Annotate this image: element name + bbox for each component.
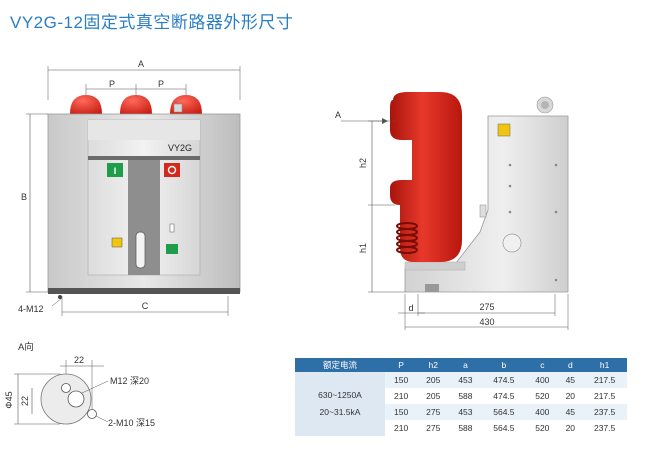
m12-hole <box>67 390 85 408</box>
spec-header: h1 <box>582 358 627 372</box>
table-cell: 237.5 <box>582 404 627 420</box>
table-cell: 474.5 <box>481 388 527 404</box>
dim-P2-label: P <box>158 79 164 89</box>
table-cell: 237.5 <box>582 420 627 436</box>
mount-holes-label: 4-M12 <box>18 304 44 314</box>
front-view: A P P VY2G I <box>18 59 241 316</box>
table-cell: 453 <box>449 404 482 420</box>
table-cell: 150 <box>385 372 418 388</box>
insulator-cap-2 <box>120 95 152 114</box>
table-cell: 275 <box>417 420 450 436</box>
view-A-label: A <box>335 110 341 120</box>
table-row: 210 275 588 564.5 520 20 237.5 <box>295 420 627 436</box>
a-m12-label: M12 深20 <box>110 376 149 386</box>
side-port <box>502 233 522 253</box>
table-row: 630~1250A 20~31.5kA 150 205 453 474.5 40… <box>295 372 627 436</box>
table-cell: 20 <box>558 388 583 404</box>
rating-cell: 630~1250A 20~31.5kA <box>295 372 385 436</box>
table-cell: 210 <box>385 388 418 404</box>
contact-spring <box>396 222 418 254</box>
table-cell: 275 <box>417 404 450 420</box>
a-dim-22-side: 22 <box>20 396 30 406</box>
brand-label: VY2G <box>168 143 192 153</box>
table-cell: 564.5 <box>481 420 527 436</box>
insulator-cap-1 <box>70 95 102 114</box>
spec-table: 额定电流 P h2 a b c d h1 630~1250A 20~31.5kA… <box>295 358 627 436</box>
table-cell: 150 <box>385 404 418 420</box>
table-cell: 205 <box>417 388 450 404</box>
dim-P1-label: P <box>109 79 115 89</box>
spec-header: c <box>526 358 559 372</box>
table-cell: 564.5 <box>481 404 527 420</box>
spec-header: a <box>449 358 482 372</box>
table-cell: 400 <box>526 372 559 388</box>
table-cell: 45 <box>558 372 583 388</box>
a-dim-22-top: 22 <box>74 355 84 365</box>
a-dim-phi: Φ45 <box>4 391 14 408</box>
table-cell: 205 <box>417 372 450 388</box>
a-view-title: A向 <box>18 341 34 353</box>
close-button <box>107 163 123 177</box>
table-cell: 210 <box>385 420 418 436</box>
insulator-pole <box>390 92 462 262</box>
table-cell: 520 <box>526 388 559 404</box>
table-cell: 453 <box>449 372 482 388</box>
table-cell: 520 <box>526 420 559 436</box>
open-button-glyph <box>167 165 177 175</box>
table-cell: 474.5 <box>481 372 527 388</box>
operating-slot <box>135 231 146 269</box>
table-cell: 217.5 <box>582 372 627 388</box>
spec-header-row: 额定电流 P h2 a b c d h1 <box>295 358 627 372</box>
spec-header: 额定电流 <box>295 358 385 372</box>
table-cell: 588 <box>449 420 482 436</box>
dim-430-label: 430 <box>479 317 494 327</box>
table-cell: 588 <box>449 388 482 404</box>
spec-header: d <box>558 358 583 372</box>
open-button <box>164 163 180 177</box>
a-m10-label: 2-M10 深15 <box>108 418 155 428</box>
table-cell: 400 <box>526 404 559 420</box>
warning-label <box>497 123 511 137</box>
spring-indicator <box>111 237 123 248</box>
dim-C-label: C <box>142 301 149 311</box>
table-cell: 20 <box>558 420 583 436</box>
dim-275-label: 275 <box>479 302 494 312</box>
state-indicator <box>166 244 178 254</box>
side-view: A h <box>335 92 569 330</box>
table-row: 150 275 453 564.5 400 45 237.5 <box>295 404 627 420</box>
rating-current: 630~1250A <box>318 390 362 400</box>
dim-A-label: A <box>138 59 144 69</box>
rating-breaking: 20~31.5kA <box>319 407 361 417</box>
spec-header: b <box>481 358 527 372</box>
table-cell: 45 <box>558 404 583 420</box>
dim-h2-label: h2 <box>358 158 368 168</box>
a-view: A向 22 Φ45 22 M12 深20 2-M10 深15 <box>4 341 155 428</box>
terminal-face <box>40 373 92 425</box>
table-cell: 217.5 <box>582 388 627 404</box>
dim-B-label: B <box>21 192 27 202</box>
spec-header: h2 <box>417 358 450 372</box>
dim-d-label: d <box>408 303 413 313</box>
dim-h1-label: h1 <box>358 243 368 253</box>
close-button-label: I <box>114 166 117 176</box>
table-row: 210 205 588 474.5 520 20 217.5 <box>295 388 627 404</box>
spec-header: P <box>385 358 418 372</box>
page-title: VY2G-12固定式真空断路器外形尺寸 <box>10 13 294 32</box>
